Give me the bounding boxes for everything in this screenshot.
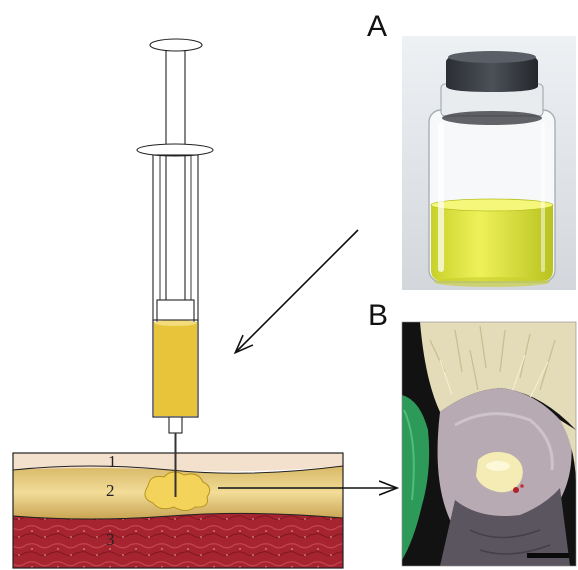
arrow-vial-to-syringe xyxy=(236,230,358,352)
layer-number-3: 3 xyxy=(106,530,115,549)
panel-label-b: B xyxy=(368,299,388,332)
vial-liquid xyxy=(431,205,553,281)
injected-deposit xyxy=(145,472,210,511)
syringe-liquid xyxy=(154,322,197,416)
tissue-photo xyxy=(402,322,576,566)
layer-number-1: 1 xyxy=(108,452,117,471)
plunger-stopper xyxy=(157,300,194,322)
tissue-cross-section: 1 2 3 xyxy=(13,452,343,568)
syringe xyxy=(137,39,213,497)
vial-photo xyxy=(402,36,576,290)
barrel-flange xyxy=(137,144,213,156)
scale-bar xyxy=(527,553,569,558)
layer-number-2: 2 xyxy=(106,481,115,500)
panel-label-a: A xyxy=(367,10,387,43)
needle-hub xyxy=(169,417,182,433)
plunger-thumb-rest xyxy=(150,39,202,51)
